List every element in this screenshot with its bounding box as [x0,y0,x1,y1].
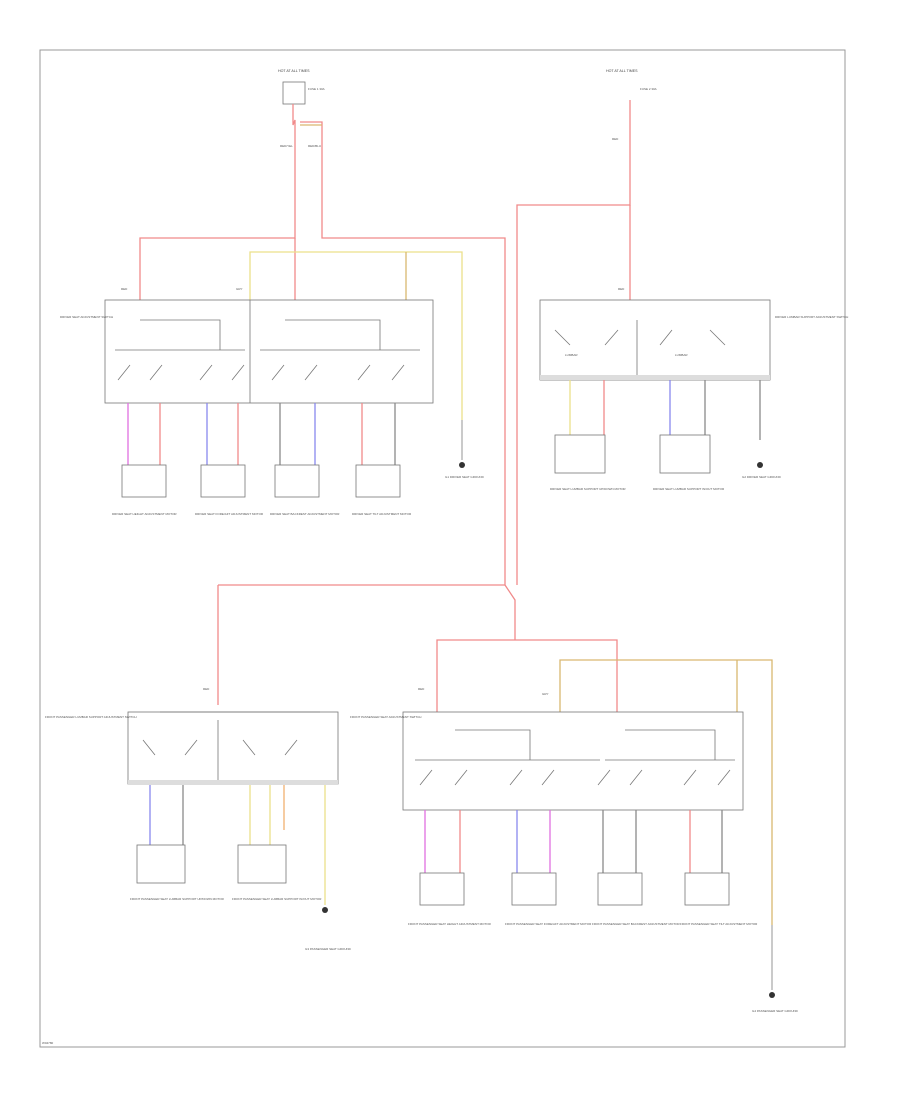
passenger-seat-switch-title: FRONT PASSENGER SEAT ADJUSTMENT SWITCH [350,715,421,719]
wire-red-right-feed [516,100,631,585]
passenger-lumbar-switch-box [127,711,339,785]
passenger-motor-4 [684,872,730,906]
passenger-lumbar-motors: FRONT PASSENGER SEAT LUMBAR SUPPORT UP/D… [130,844,322,901]
driver-motor-4-label: DRIVER SEAT TILT ADJUSTMENT MOTOR [352,512,412,516]
wire-red-lower-right [509,639,618,712]
passenger-motor-4-label: FRONT PASSENGER SEAT TILT ADJUSTMENT MOT… [680,922,758,926]
feed-wires [139,100,773,925]
driver-lumbar-motor-1-label: DRIVER SEAT LUMBAR SUPPORT UP/DOWN MOTOR [550,487,626,491]
passenger-seat-switch-box [402,711,744,811]
driver-motor-wires [127,403,396,465]
wire-tan-left-feed [300,121,516,640]
passenger-motor-2-label: FRONT PASSENGER SEAT FORE/AFT ADJUSTMENT… [505,922,592,926]
driver-motor-4 [355,464,401,498]
driver-motor-1 [121,464,167,498]
driver-lumbar-label-b: LUMBAR [675,353,688,357]
passenger-seat-switch: FRONT PASSENGER SEAT ADJUSTMENT SWITCH R… [350,687,744,811]
driver-lumbar-motor-2 [659,434,711,474]
footer-code: W04780 [42,1041,54,1045]
driver-motors: DRIVER SEAT HEIGHT ADJUSTMENT MOTOR DRIV… [112,464,412,516]
wire-tan-lower-bus [559,659,773,925]
ground-g4-label: G4 PASSENGER SEAT GROUND [752,1009,799,1013]
passenger-lumbar-wires [149,785,326,905]
driver-motor-3-label: DRIVER SEAT BACKREST ADJUSTMENT MOTOR [270,512,340,516]
driver-seat-switch: DRIVER SEAT ADJUSTMENT SWITCH RED GRY [60,287,434,404]
top-right-feed: HOT AT ALL TIMES FUSE 2 30A RED [606,69,657,141]
driver-lumbar-motors: DRIVER SEAT LUMBAR SUPPORT UP/DOWN MOTOR… [550,434,725,491]
passenger-lumbar-motor-1 [136,844,186,884]
passenger-motors: FRONT PASSENGER SEAT HEIGHT ADJUSTMENT M… [408,872,758,926]
driver-motor-3 [274,464,320,498]
driver-motor-2 [200,464,246,498]
driver-lumbar-wires [569,380,761,440]
top-left-fuse-label: FUSE 1 30A [308,87,325,91]
ground-g4: G4 PASSENGER SEAT GROUND [752,925,799,1013]
driver-motor-1-label: DRIVER SEAT HEIGHT ADJUSTMENT MOTOR [112,512,177,516]
top-left-wire-a: RED/YEL [280,144,293,148]
top-left-wire-b: RED/BLU [308,144,321,148]
ground-g3-symbol [322,907,328,913]
driver-seat-switch-title: DRIVER SEAT ADJUSTMENT SWITCH [60,315,113,319]
ground-g2-label: G2 DRIVER SEAT GROUND [742,475,782,479]
passenger-motor-2 [511,872,557,906]
ground-g1-label: G1 DRIVER SEAT GROUND [445,475,485,479]
passenger-motor-3-label: FRONT PASSENGER SEAT BACKREST ADJUSTMENT… [592,922,680,926]
passenger-lumbar-switch: FRONT PASSENGER LUMBAR SUPPORT ADJUSTMEN… [45,687,339,785]
top-left-feed: HOT AT ALL TIMES FUSE 1 30A RED/YEL RED/… [278,69,325,148]
passenger-lumbar-motor-1-label: FRONT PASSENGER SEAT LUMBAR SUPPORT UP/D… [130,897,225,901]
passenger-seat-switch-wire-b: GRY [542,692,548,696]
driver-seat-switch-wire-a: RED [121,287,128,291]
driver-seat-switch-wire-b: GRY [236,287,242,291]
passenger-lumbar-switch-wire: RED [203,687,210,691]
top-left-fuse-box [282,81,306,105]
driver-lumbar-motor-2-label: DRIVER SEAT LUMBAR SUPPORT IN/OUT MOTOR [653,487,725,491]
ground-g4-symbol [769,992,775,998]
passenger-lumbar-motor-2 [237,844,287,884]
driver-lumbar-switch-box [539,299,771,381]
passenger-motor-1-label: FRONT PASSENGER SEAT HEIGHT ADJUSTMENT M… [408,922,492,926]
ground-g2-symbol [757,462,763,468]
top-right-fuse-label: FUSE 2 30A [640,87,657,91]
passenger-lumbar-motor-2-label: FRONT PASSENGER SEAT LUMBAR SUPPORT IN/O… [232,897,322,901]
passenger-seat-switch-wire-a: RED [418,687,425,691]
driver-seat-switch-box [104,299,434,404]
diagram-frame [39,49,846,1048]
passenger-motor-wires [424,810,723,873]
wire-red-lower-bus [436,639,509,712]
driver-lumbar-switch-wire: RED [618,287,625,291]
top-right-source-label: HOT AT ALL TIMES [606,69,638,73]
wire-yellow-left-bus [249,251,463,420]
driver-lumbar-switch-title: DRIVER LUMBAR SUPPORT ADJUSTMENT SWITCH [775,315,848,319]
wire-red-left-feed [139,104,296,300]
passenger-motor-1 [419,872,465,906]
ground-g3-label: G3 PASSENGER SEAT GROUND [305,947,352,951]
driver-lumbar-motor-1 [554,434,606,474]
driver-lumbar-switch: DRIVER LUMBAR SUPPORT ADJUSTMENT SWITCH … [539,287,848,381]
top-right-wire: RED [612,137,619,141]
ground-g2: G2 DRIVER SEAT GROUND [742,462,782,479]
ground-g1: G1 DRIVER SEAT GROUND [445,420,485,479]
driver-lumbar-label-a: LUMBAR [565,353,578,357]
passenger-motor-3 [597,872,643,906]
driver-motor-2-label: DRIVER SEAT FORE/AFT ADJUSTMENT MOTOR [195,512,264,516]
passenger-lumbar-switch-title: FRONT PASSENGER LUMBAR SUPPORT ADJUSTMEN… [45,715,137,719]
top-left-source-label: HOT AT ALL TIMES [278,69,310,73]
ground-g3: G3 PASSENGER SEAT GROUND [305,907,352,951]
ground-g1-symbol [459,462,465,468]
